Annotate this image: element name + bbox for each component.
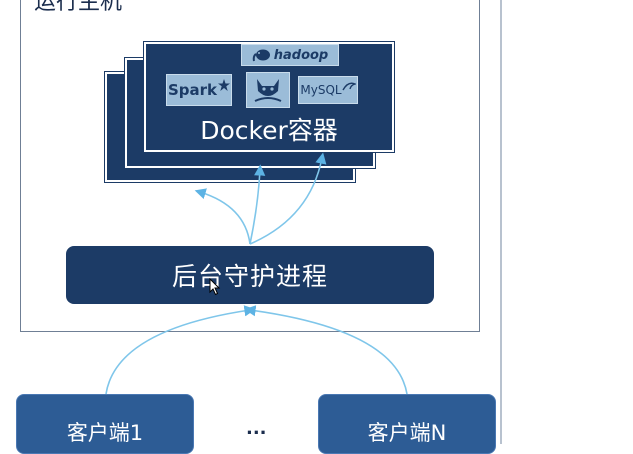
container-card-front: hadoop Spark MySQL Docker容器 — [144, 42, 394, 152]
spark-logo: Spark — [166, 74, 232, 106]
arrow-clientn-to-daemon — [244, 305, 408, 395]
client-label-n: 客户端N — [367, 421, 447, 445]
arrow-client1-to-daemon — [105, 305, 256, 395]
daemon-box: 后台守护进程 — [66, 246, 434, 304]
connector-arrows — [105, 152, 408, 395]
star-icon — [218, 79, 231, 91]
arrow-daemon-to-container-mid — [249, 164, 266, 245]
hadoop-logo: hadoop — [241, 44, 339, 66]
hadoop-logo-text: hadoop — [273, 47, 329, 63]
architecture-diagram: 运行主机 hadoop Spark MySQL — [16, 0, 502, 454]
host-title: 运行主机 — [34, 0, 123, 15]
tomcat-icon — [254, 79, 282, 102]
elephant-icon — [252, 49, 270, 62]
arrow-daemon-to-container-left — [194, 188, 251, 245]
client-label-1: 客户端1 — [66, 421, 144, 445]
arrow-daemon-to-container-right — [249, 152, 327, 245]
mysql-logo-text: MySQL — [300, 83, 342, 97]
mysql-logo: MySQL — [298, 76, 358, 104]
mouse-cursor-icon — [209, 278, 221, 296]
ellipsis: ... — [246, 418, 267, 439]
tomcat-logo — [246, 72, 290, 108]
daemon-label: 后台守护进程 — [171, 262, 328, 291]
spark-logo-text: Spark — [167, 81, 218, 99]
dolphin-icon — [341, 82, 356, 91]
divider-line — [500, 0, 502, 444]
docker-container-label: Docker容器 — [200, 116, 338, 145]
